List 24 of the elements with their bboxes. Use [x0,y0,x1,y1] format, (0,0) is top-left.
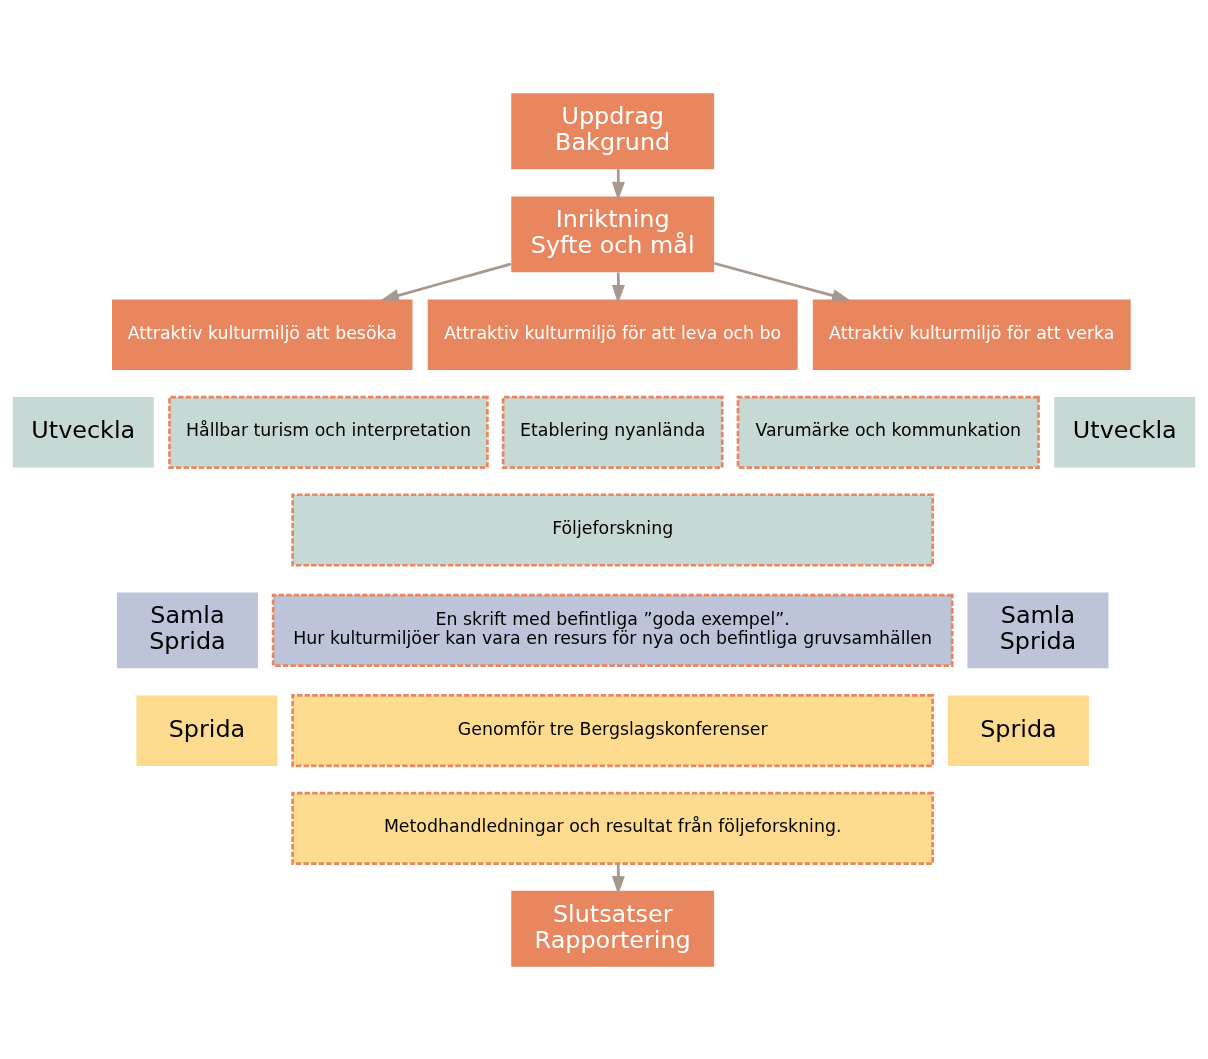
node-box: Följeforskning [291,492,935,567]
arrow [380,262,512,302]
node-box: Hållbar turism och interpretation [168,395,489,469]
node-box: Slutsatser Rapportering [511,890,715,967]
node-box: Samla Sprida [967,591,1109,668]
node-box: Samla Sprida [116,591,258,668]
node-box: Sprida [136,694,278,766]
arrow [611,863,625,895]
node-box: Etablering nyanlända [501,395,724,469]
node-box: Metodhandledningar och resultat från följeforskning. [291,791,935,865]
node-box: En skrift med befintliga ”goda exempel”. Hur kulturmiljöer kan vara en resurs för nya och befintliga gruvsamhällen [271,593,954,667]
node-box: Sprida [947,694,1089,766]
node-box: Attraktiv kulturmiljö att besöka [112,298,413,370]
node-box: Utveckla [12,396,154,468]
node-box: Inriktning Syfte och mål [511,195,715,272]
node-box: Utveckla [1054,396,1196,468]
arrow [611,168,625,200]
node-box: Uppdrag Bakgrund [511,92,715,169]
node-box: Genomför tre Bergslagskonferenser [291,693,935,767]
arrow [713,261,851,302]
node-box: Attraktiv kulturmiljö för att verka [812,298,1131,370]
node-box: Attraktiv kulturmiljö för att leva och bo [427,298,798,370]
arrow [611,272,625,303]
node-box: Varumärke och kommunkation [736,395,1040,469]
